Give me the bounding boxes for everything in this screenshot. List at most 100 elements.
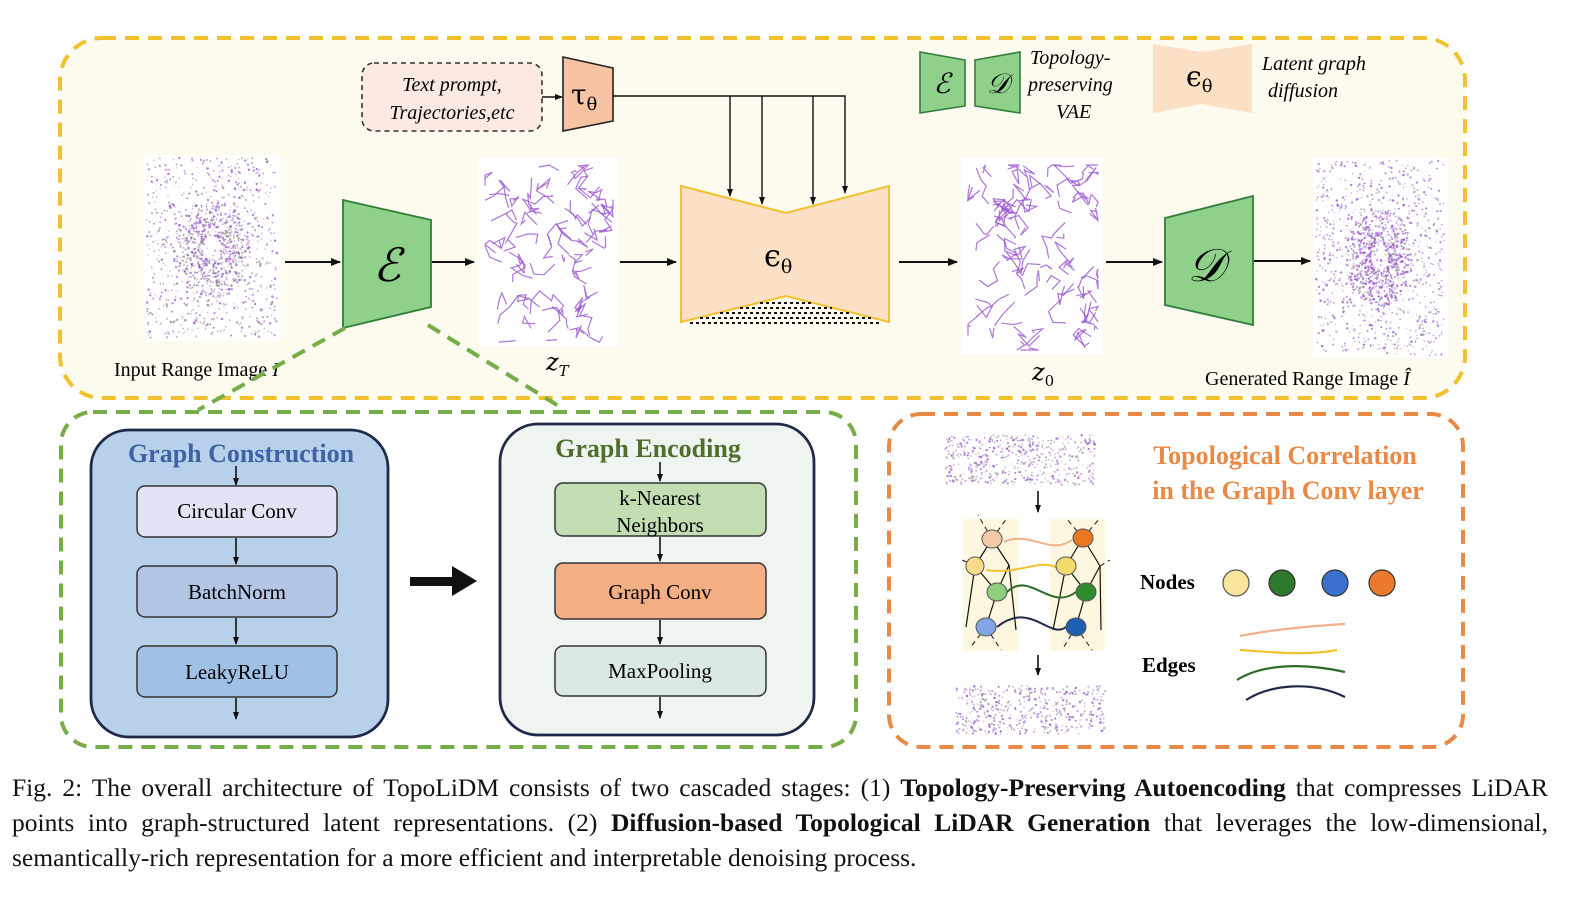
cloud-point — [1402, 281, 1405, 284]
cloud-point — [1396, 284, 1399, 287]
cloud-point — [945, 466, 949, 469]
cloud-point — [1414, 253, 1417, 256]
cloud-point — [205, 205, 208, 208]
cloud-point — [1089, 719, 1093, 723]
cloud-point — [226, 284, 228, 286]
cloud-point — [1425, 318, 1427, 320]
cloud-point — [227, 231, 231, 234]
cloud-point — [1382, 307, 1384, 310]
cloud-point — [1382, 228, 1385, 231]
cloud-point — [190, 212, 193, 214]
cloud-point — [1332, 220, 1335, 222]
cloud-point — [233, 256, 236, 259]
cloud-point — [1381, 226, 1384, 229]
cloud-point — [1385, 285, 1388, 288]
cloud-point — [968, 689, 971, 692]
cloud-point — [980, 687, 983, 689]
cloud-point — [267, 330, 269, 333]
cloud-point — [977, 481, 980, 483]
cloud-point — [206, 217, 209, 219]
cloud-point — [183, 301, 186, 304]
cloud-point — [251, 156, 254, 160]
cloud-point — [159, 216, 162, 218]
cloud-point — [962, 718, 965, 721]
cloud-point — [188, 192, 191, 195]
cloud-point — [202, 186, 206, 189]
cloud-point — [1375, 271, 1378, 273]
cloud-point — [963, 445, 966, 448]
cloud-point — [218, 295, 221, 299]
cloud-point — [1013, 689, 1016, 691]
cloud-point — [1417, 194, 1420, 197]
cloud-point — [1005, 689, 1009, 692]
cloud-point — [232, 202, 236, 205]
cloud-point — [1349, 229, 1351, 232]
legend-encoder-shape — [919, 51, 966, 114]
z0-label: z0 — [1031, 358, 1054, 390]
cloud-point — [1091, 476, 1094, 479]
cloud-point — [1320, 226, 1322, 228]
cloud-point — [263, 320, 266, 323]
node-swatch-orange — [1368, 569, 1396, 597]
cloud-point — [273, 305, 276, 308]
cloud-point — [273, 185, 276, 188]
cloud-point — [251, 306, 254, 309]
cloud-point — [256, 248, 258, 250]
cloud-point — [207, 173, 210, 176]
cloud-point — [1351, 243, 1354, 246]
cloud-point — [1396, 285, 1399, 288]
cloud-point — [1356, 264, 1359, 266]
cloud-point — [228, 228, 230, 231]
cloud-point — [214, 230, 217, 233]
cloud-point — [1078, 483, 1081, 486]
cloud-point — [1000, 450, 1003, 454]
cloud-point — [1055, 481, 1057, 483]
cloud-point — [1373, 215, 1375, 218]
cloud-point — [1394, 247, 1396, 250]
cloud-point — [207, 231, 210, 233]
cloud-point — [1394, 228, 1398, 231]
cloud-point — [1075, 686, 1078, 689]
cloud-point — [191, 205, 194, 208]
cloud-point — [1372, 211, 1375, 213]
cloud-point — [1037, 441, 1040, 444]
cloud-point — [1389, 321, 1392, 324]
cloud-point — [233, 244, 236, 248]
cloud-point — [182, 251, 184, 254]
cloud-point — [1394, 296, 1397, 299]
cloud-point — [254, 302, 257, 306]
cloud-point — [1370, 242, 1374, 245]
cloud-point — [230, 247, 233, 250]
cloud-point — [1027, 455, 1029, 457]
cloud-point — [1098, 687, 1100, 689]
cloud-point — [1370, 182, 1373, 185]
cloud-point — [985, 448, 988, 452]
cloud-point — [1018, 699, 1021, 702]
cloud-point — [1395, 159, 1398, 162]
cloud-point — [200, 257, 203, 261]
cloud-point — [1326, 323, 1330, 326]
cloud-point — [244, 159, 247, 162]
cloud-point — [1395, 269, 1399, 272]
cloud-point — [179, 229, 182, 232]
cloud-point — [956, 453, 959, 457]
cloud-point — [1394, 234, 1397, 237]
cloud-point — [1353, 275, 1357, 278]
cloud-point — [238, 323, 240, 326]
cloud-point — [1396, 347, 1398, 349]
cloud-point — [189, 286, 192, 290]
cloud-point — [1392, 331, 1395, 334]
cloud-point — [1380, 297, 1383, 300]
cloud-point — [1342, 311, 1344, 313]
cloud-point — [1358, 188, 1361, 191]
cloud-point — [969, 477, 972, 480]
cloud-point — [257, 335, 261, 338]
cloud-point — [1368, 228, 1371, 231]
cloud-point — [1392, 262, 1395, 265]
cloud-point — [1030, 717, 1032, 719]
cloud-point — [1002, 709, 1006, 712]
cloud-point — [1044, 463, 1047, 466]
cloud-point — [186, 312, 189, 315]
cloud-point — [1032, 475, 1035, 478]
cloud-point — [218, 278, 221, 281]
